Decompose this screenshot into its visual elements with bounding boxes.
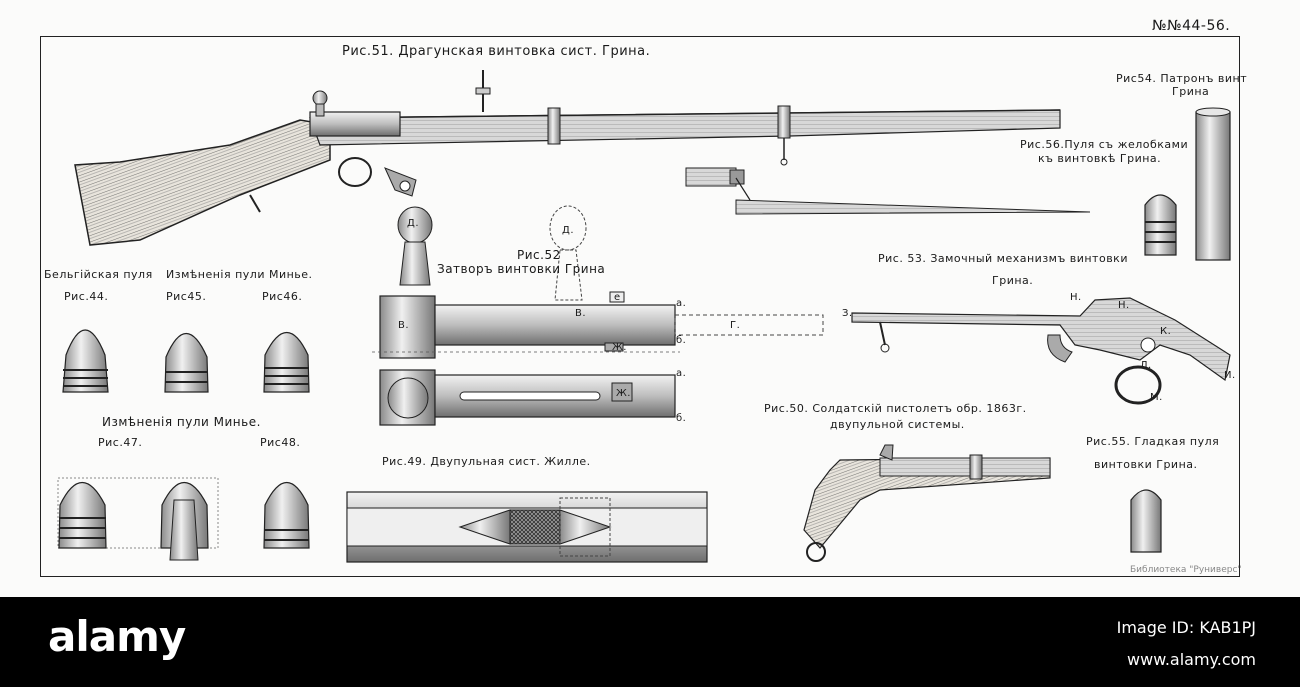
caption-minie-modifications: Измѣненія пули Минье. bbox=[166, 268, 313, 281]
caption-minie-modifications-2: Измѣненія пули Минье. bbox=[102, 415, 261, 429]
part-label-l: Л. bbox=[1140, 360, 1152, 371]
caption-fig55-line1: Рис.55. Гладкая пуля bbox=[1086, 435, 1220, 448]
caption-fig45: Рис45. bbox=[166, 290, 207, 303]
plate-frame bbox=[40, 36, 1240, 577]
smooth-bullet-fig55-drawing bbox=[1130, 489, 1162, 553]
part-label-n1: Н. bbox=[1070, 292, 1082, 303]
bolt-fig52-drawing bbox=[372, 205, 824, 426]
site-url: www.alamy.com bbox=[1127, 650, 1256, 669]
bullets-fig44-46-drawing bbox=[62, 329, 310, 393]
part-label-m: М. bbox=[1150, 392, 1163, 403]
part-label-b2: б. bbox=[676, 413, 687, 424]
part-label-i: И. bbox=[1224, 370, 1236, 381]
part-label-d2: Д. bbox=[562, 225, 574, 236]
caption-belgian-bullet: Бельгійская пуля bbox=[44, 268, 153, 281]
grooved-bullet-fig56-drawing bbox=[1144, 194, 1177, 256]
library-watermark: Библиотека "Руниверс" bbox=[1130, 565, 1242, 575]
caption-fig56-line2: къ винтовкѣ Грина. bbox=[1038, 152, 1162, 165]
plate-number: №№44-56. bbox=[1152, 18, 1231, 34]
image-id: Image ID: KAB1PJ bbox=[1116, 618, 1256, 637]
caption-fig46: Рис46. bbox=[262, 290, 303, 303]
caption-fig44: Рис.44. bbox=[64, 290, 109, 303]
stock-footer-bar bbox=[0, 597, 1300, 687]
alamy-logo: alamy bbox=[48, 612, 186, 661]
pistol-fig50-drawing bbox=[803, 444, 1051, 562]
part-label-d1: Д. bbox=[407, 218, 419, 229]
part-label-b1: б. bbox=[676, 335, 687, 346]
caption-fig54-line2: Грина bbox=[1172, 85, 1210, 98]
part-label-k: К. bbox=[1160, 326, 1172, 337]
part-label-v1: В. bbox=[398, 320, 410, 331]
lock-mechanism-fig53-drawing bbox=[851, 297, 1231, 405]
part-label-a1: а. bbox=[676, 298, 687, 309]
caption-fig56-line1: Рис.56.Пуля съ желобками bbox=[1020, 138, 1189, 151]
bayonet-drawing bbox=[685, 167, 1091, 215]
caption-fig53-line1: Рис. 53. Замочный механизмъ винтовки bbox=[878, 252, 1128, 265]
cartridge-fig54-drawing bbox=[1195, 107, 1231, 261]
rifle-fig51-drawing bbox=[74, 70, 1061, 246]
part-label-g: Г. bbox=[730, 320, 741, 331]
caption-fig51: Рис.51. Драгунская винтовка сист. Грина. bbox=[342, 44, 651, 59]
part-label-n2: Н. bbox=[1118, 300, 1130, 311]
part-label-v2: В. bbox=[575, 308, 587, 319]
caption-fig53-line2: Грина. bbox=[992, 274, 1034, 287]
caption-fig49: Рис.49. Двупульная сист. Жилле. bbox=[382, 455, 591, 468]
caption-fig48: Рис48. bbox=[260, 436, 301, 449]
caption-fig47: Рис.47. bbox=[98, 436, 143, 449]
caption-fig52-number: Рис.52 bbox=[517, 248, 561, 262]
part-label-zh2: Ж. bbox=[616, 388, 631, 399]
caption-fig55-line2: винтовки Грина. bbox=[1094, 458, 1198, 471]
part-label-zh1: Ж. bbox=[612, 342, 627, 353]
part-label-e: е bbox=[614, 292, 621, 303]
part-label-z: З. bbox=[842, 308, 853, 319]
gillet-system-fig49-drawing bbox=[346, 491, 708, 563]
caption-fig54-line1: Рис54. Патронъ винт bbox=[1116, 72, 1248, 85]
caption-fig50-line2: двупульной системы. bbox=[830, 418, 965, 431]
engraving-illustrations bbox=[57, 70, 1231, 563]
part-label-a2: а. bbox=[676, 368, 687, 379]
bullets-fig47-48-drawing bbox=[57, 477, 310, 561]
caption-fig52-title: Затворъ винтовки Грина bbox=[437, 262, 606, 276]
caption-fig50-line1: Рис.50. Солдатскій пистолетъ обр. 1863г. bbox=[764, 402, 1027, 415]
